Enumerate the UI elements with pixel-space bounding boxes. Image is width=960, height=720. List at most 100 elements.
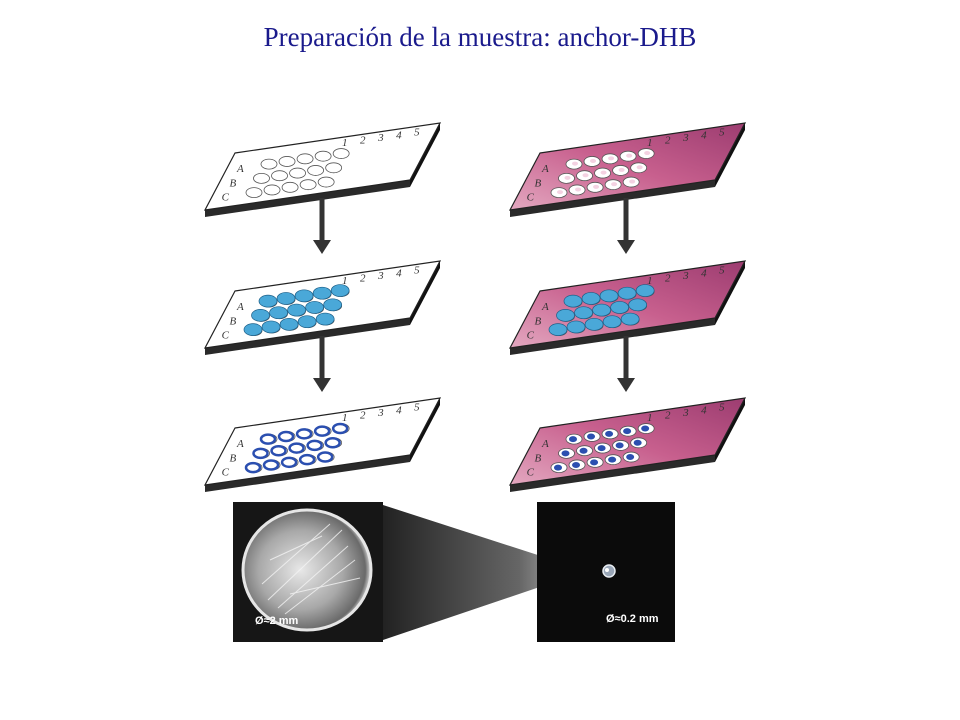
anchor-core bbox=[564, 175, 571, 180]
plate-column-label: 3 bbox=[682, 407, 689, 419]
arrow-head bbox=[313, 240, 331, 254]
sample-droplet bbox=[592, 303, 611, 317]
plate-column-label: 4 bbox=[701, 129, 707, 141]
anchor-core bbox=[618, 167, 625, 172]
plate-column-label: 5 bbox=[719, 265, 725, 277]
crystal-ring bbox=[288, 442, 305, 454]
plate-spot bbox=[263, 184, 281, 196]
plate-row-label: B bbox=[229, 452, 236, 464]
plate-spot bbox=[260, 158, 278, 170]
page-title: Preparación de la muestra: anchor-DHB bbox=[263, 22, 697, 52]
plate-column-label: 4 bbox=[701, 404, 707, 416]
plate-column-label: 3 bbox=[377, 407, 384, 419]
plate-column-label: 4 bbox=[701, 267, 707, 279]
plate-column-label: 5 bbox=[719, 127, 725, 139]
plate-column-label: 2 bbox=[665, 410, 671, 422]
plate-column-label: 2 bbox=[360, 273, 366, 285]
plate-row-label: B bbox=[534, 315, 541, 327]
sample-droplet bbox=[628, 298, 648, 312]
sample-droplet bbox=[312, 286, 332, 300]
sample-droplet bbox=[243, 323, 263, 336]
crystal-ring bbox=[280, 456, 298, 469]
sample-droplet bbox=[574, 306, 593, 320]
plate-column-label: 1 bbox=[647, 137, 653, 149]
plate-column-label: 2 bbox=[665, 273, 671, 285]
plate-row-label: C bbox=[222, 330, 230, 342]
crystal-ring bbox=[313, 425, 331, 437]
plate-row-label: C bbox=[527, 192, 535, 204]
crystal-ring bbox=[259, 433, 277, 445]
crystal-ring bbox=[324, 437, 341, 449]
anchor-core bbox=[593, 184, 600, 189]
focused-crystal bbox=[587, 433, 596, 440]
sample-droplet bbox=[276, 292, 296, 305]
plate-spot bbox=[245, 187, 263, 199]
crystal-ring bbox=[331, 422, 349, 435]
plate-spot bbox=[281, 181, 299, 193]
anchor-core bbox=[629, 179, 636, 184]
plate-row-label: B bbox=[229, 315, 236, 327]
crystal-ring bbox=[277, 430, 295, 443]
focused-crystal bbox=[633, 439, 642, 446]
crystal-ring bbox=[306, 439, 323, 452]
sample-droplet bbox=[330, 284, 350, 297]
plate-row-label: A bbox=[236, 163, 244, 175]
plate-column-label: 1 bbox=[342, 137, 348, 149]
plate-row-label: A bbox=[541, 301, 549, 313]
focused-crystal bbox=[590, 459, 599, 466]
plate-column-label: 1 bbox=[342, 275, 348, 287]
plate-column-label: 2 bbox=[360, 135, 366, 147]
anchor-core bbox=[590, 158, 597, 163]
anchor-core bbox=[608, 156, 615, 161]
micrograph-small-spot: Ø≈0.2 mm bbox=[537, 502, 675, 642]
anchor-core bbox=[626, 153, 633, 158]
sample-droplet bbox=[617, 286, 637, 300]
anchor-core bbox=[636, 165, 643, 170]
crystal-ring bbox=[252, 447, 269, 460]
plate-column-label: 3 bbox=[377, 132, 384, 144]
plate-spot bbox=[271, 170, 288, 182]
focused-crystal bbox=[626, 454, 635, 461]
plate-row-label: A bbox=[541, 163, 549, 175]
crystal-ring bbox=[270, 444, 287, 457]
focused-crystal bbox=[561, 450, 570, 457]
plate-column-label: 3 bbox=[682, 132, 689, 144]
plate-row-label: A bbox=[236, 301, 244, 313]
focused-crystal bbox=[641, 425, 650, 432]
plate-spot bbox=[307, 165, 325, 176]
sample-droplet bbox=[635, 284, 655, 297]
arrow-head bbox=[313, 378, 331, 392]
sample-droplet bbox=[315, 312, 335, 326]
plate-row-label: C bbox=[527, 467, 535, 479]
focused-crystal bbox=[623, 428, 632, 435]
plate-spot bbox=[253, 172, 270, 184]
plate-column-label: 5 bbox=[414, 402, 420, 414]
sample-droplet bbox=[610, 301, 629, 314]
plate-column-label: 4 bbox=[396, 267, 402, 279]
sample-droplet bbox=[563, 294, 583, 308]
crystal-ring bbox=[316, 451, 334, 463]
plate-column-label: 4 bbox=[396, 404, 402, 416]
sample-droplet bbox=[269, 306, 288, 320]
sample-droplet bbox=[602, 315, 622, 329]
crystal-ring bbox=[244, 461, 262, 474]
focused-crystal bbox=[605, 430, 614, 437]
sample-droplet bbox=[251, 309, 270, 322]
crystal-ring bbox=[262, 459, 280, 471]
focused-crystal bbox=[569, 436, 577, 443]
sample-droplet bbox=[323, 298, 343, 312]
plate-row-label: A bbox=[541, 438, 549, 450]
plate-column-label: 5 bbox=[719, 402, 725, 414]
plate-row-label: B bbox=[534, 177, 541, 189]
plate-column-label: 4 bbox=[396, 129, 402, 141]
focused-crystal bbox=[597, 445, 606, 452]
anchor-core bbox=[600, 170, 607, 175]
plate-row-label: B bbox=[534, 452, 541, 464]
arrow-head bbox=[617, 240, 635, 254]
